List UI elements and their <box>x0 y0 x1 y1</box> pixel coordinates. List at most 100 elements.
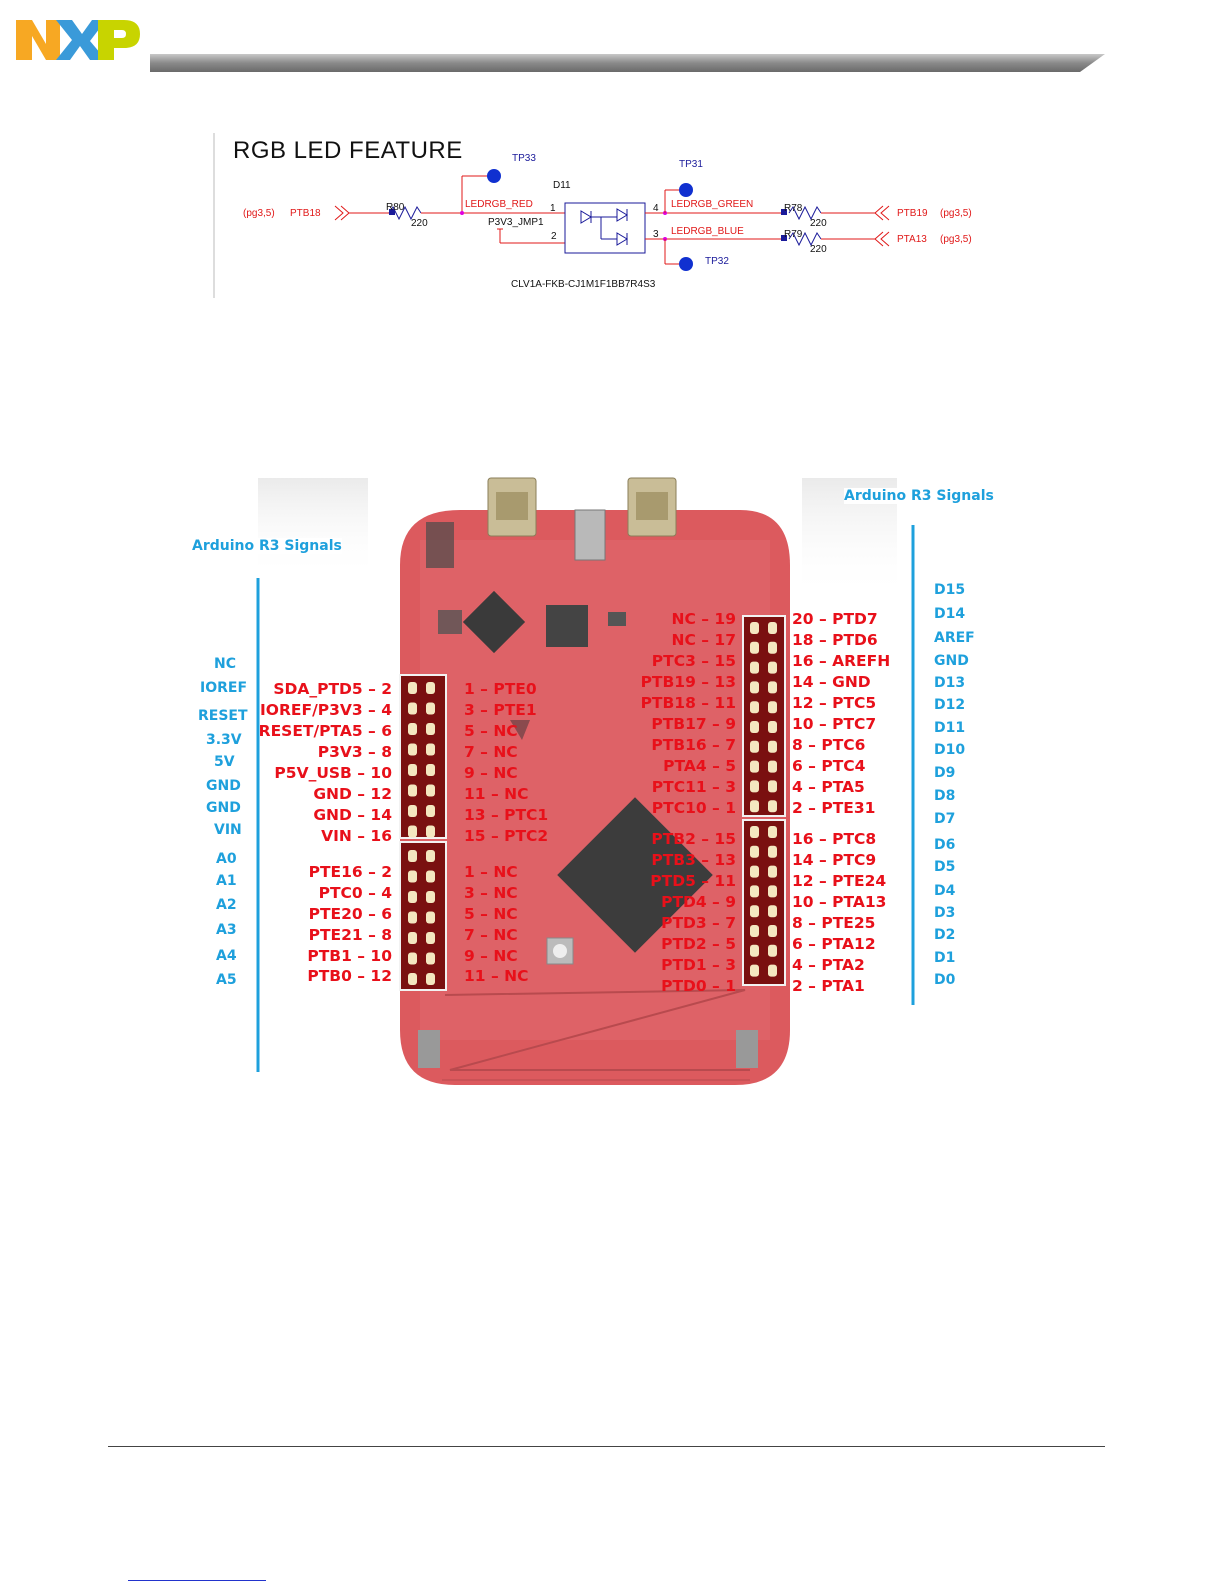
header-hole <box>408 682 417 694</box>
part-number: CLV1A-FKB-CJ1M1F1BB7R4S3 <box>511 279 656 290</box>
header-pin-label: PTB2 – 15 <box>651 830 736 848</box>
header-pin-label: PTB19 – 13 <box>640 673 736 691</box>
arduino-signal: D6 <box>934 837 956 853</box>
arduino-signal: VIN <box>214 822 242 838</box>
header-pin-label: IOREF/P3V3 – 4 <box>260 701 392 719</box>
header-pin-label: NC – 19 <box>671 610 736 628</box>
arduino-signal: RESET <box>198 708 248 724</box>
header-hole <box>750 681 759 694</box>
header-pin-label: 6 – PTC4 <box>792 757 866 775</box>
rgb-led-schematic: RGB LED FEATURE TP33 TP31 TP32 D11 (pg3,… <box>213 133 993 300</box>
arduino-signal: D10 <box>934 742 966 758</box>
r80-label: R80 <box>386 202 405 213</box>
header-hole <box>750 740 759 753</box>
arduino-signal: D9 <box>934 765 956 781</box>
header-hole <box>408 891 417 903</box>
header-pin-label: 7 – NC <box>464 743 518 761</box>
header-pin-label: 4 – PTA5 <box>792 778 865 796</box>
arduino-signal: D12 <box>934 697 966 713</box>
header-hole <box>426 973 435 985</box>
header-pin-label: SDA_PTD5 – 2 <box>273 680 392 698</box>
header-pin-label: PTD2 – 5 <box>661 935 736 953</box>
arduino-signal: D11 <box>934 720 966 736</box>
header-hole <box>426 911 435 924</box>
ptb19-label: PTB19 <box>897 208 928 219</box>
header-pin-label: 16 – PTC8 <box>792 830 877 848</box>
header-hole <box>426 870 435 883</box>
header-hole <box>426 784 435 797</box>
pta13-label: PTA13 <box>897 234 927 245</box>
ledrgb-red-label: LEDRGB_RED <box>465 199 533 210</box>
header-hole <box>750 641 759 654</box>
header-pin-label: NC – 17 <box>671 631 736 649</box>
header-hole <box>426 952 435 965</box>
header-pin-label: 10 – PTA13 <box>792 893 887 911</box>
header-hole <box>426 702 435 715</box>
header-pin-label: PTB0 – 12 <box>307 967 392 985</box>
header-pin-label: PTE21 – 8 <box>308 926 392 944</box>
header-hole <box>750 760 759 773</box>
arduino-signal: A5 <box>216 972 237 988</box>
arduino-signal: D7 <box>934 811 956 827</box>
r79-label: R79 <box>784 229 803 240</box>
arduino-signal: A2 <box>216 897 237 913</box>
header-pin-label: PTD0 – 1 <box>661 977 736 995</box>
header-hole <box>750 885 759 898</box>
header-hole <box>768 701 777 714</box>
header-pin-label: PTE16 – 2 <box>308 863 392 881</box>
header-hole <box>408 911 417 924</box>
header-pin-label: P5V_USB – 10 <box>274 764 392 782</box>
r78-label: R78 <box>784 203 803 214</box>
header-hole <box>426 723 435 735</box>
ledrgb-green-label: LEDRGB_GREEN <box>671 199 754 210</box>
header-hole <box>408 932 417 944</box>
schematic-title: RGB LED FEATURE <box>233 137 463 164</box>
header-pin-label: PTE20 – 6 <box>308 905 392 923</box>
header-pin-label: PTA4 – 5 <box>663 757 736 775</box>
header-hole <box>408 973 417 985</box>
header-hole <box>768 826 777 838</box>
header-pin-label: PTC3 – 15 <box>651 652 736 670</box>
led-pin2: 2 <box>551 231 557 242</box>
arduino-signal: 5V <box>214 754 235 770</box>
header-hole <box>426 850 435 862</box>
arduino-title-left: Arduino R3 Signals <box>192 538 342 554</box>
header-hole <box>408 723 417 735</box>
header-pin-label: 3 – NC <box>464 884 518 902</box>
header-hole <box>750 925 759 937</box>
header-hole <box>768 641 777 654</box>
arduino-signal: GND <box>206 778 241 794</box>
arduino-signal: NC <box>214 656 236 672</box>
header-pin-label: PTC0 – 4 <box>318 884 392 902</box>
header-pin-label: PTD5 – 11 <box>650 872 736 890</box>
arduino-signal: D4 <box>934 883 956 899</box>
arduino-signal: A0 <box>216 851 237 867</box>
tp33-label: TP33 <box>512 153 536 164</box>
header-pin-label: 9 – NC <box>464 764 518 782</box>
r80-value: 220 <box>411 218 428 229</box>
header-hole <box>768 925 777 937</box>
arduino-signal: D3 <box>934 905 956 921</box>
header-hole <box>408 743 417 756</box>
header-hole <box>768 885 777 898</box>
header-pin-label: 9 – NC <box>464 947 518 965</box>
header-hole <box>750 622 759 634</box>
header-bar <box>150 54 1105 72</box>
header-pin-label: 4 – PTA2 <box>792 956 865 974</box>
d11-label: D11 <box>553 180 571 191</box>
header-hole <box>768 661 777 674</box>
arduino-signal: IOREF <box>200 680 248 696</box>
header-pin-label: 3 – PTE1 <box>464 701 537 719</box>
header-pin-label: 13 – PTC1 <box>464 806 549 824</box>
header-pin-label: 1 – PTE0 <box>464 680 537 698</box>
tp32-label: TP32 <box>705 256 729 267</box>
header-pin-label: 11 – NC <box>464 967 529 985</box>
ptb18-label: PTB18 <box>290 208 321 219</box>
header-pin-label: GND – 14 <box>313 806 392 824</box>
header-hole <box>408 870 417 883</box>
arduino-signal: D2 <box>934 927 956 943</box>
led-pin1: 1 <box>550 203 556 214</box>
header-hole <box>750 865 759 878</box>
footer-link-underline[interactable] <box>128 1580 266 1581</box>
header-hole <box>408 805 417 817</box>
